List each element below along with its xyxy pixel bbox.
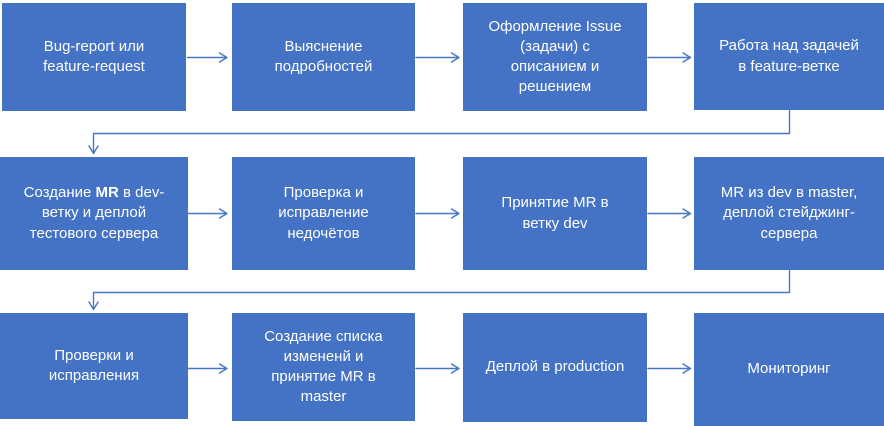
arrow-bug-report-to-clarify [186, 52, 228, 63]
arrow-accept-mr-to-mr-master [647, 208, 692, 219]
flow-box-label: Мониторинг [747, 360, 831, 378]
flow-box-label: Деплой в production [485, 358, 625, 376]
arrow-mr-dev-to-fix-defects [187, 208, 228, 219]
flow-box-mr-dev-to-master: MR из dev в master,деплой стейджинг-серв… [694, 157, 884, 270]
connector-feature-branch-to-mr-dev [88, 109, 791, 155]
arrow-fix-defects-to-accept-mr [415, 208, 460, 219]
flow-box-label: MR из dev в master,деплой стейджинг-серв… [720, 184, 858, 242]
arrow-changelog-to-deploy [415, 363, 460, 374]
arrow-checks-fixes-to-changelog [187, 363, 228, 374]
flow-box-deploy-production: Деплой в production [463, 313, 647, 422]
arrow-clarify-to-issue [415, 52, 460, 63]
arrow-issue-to-feature-branch [647, 52, 692, 63]
connector-mr-master-to-checks-fixes [88, 269, 791, 311]
flow-box-monitoring: Мониторинг [694, 313, 884, 426]
arrow-deploy-to-monitoring [647, 363, 692, 374]
